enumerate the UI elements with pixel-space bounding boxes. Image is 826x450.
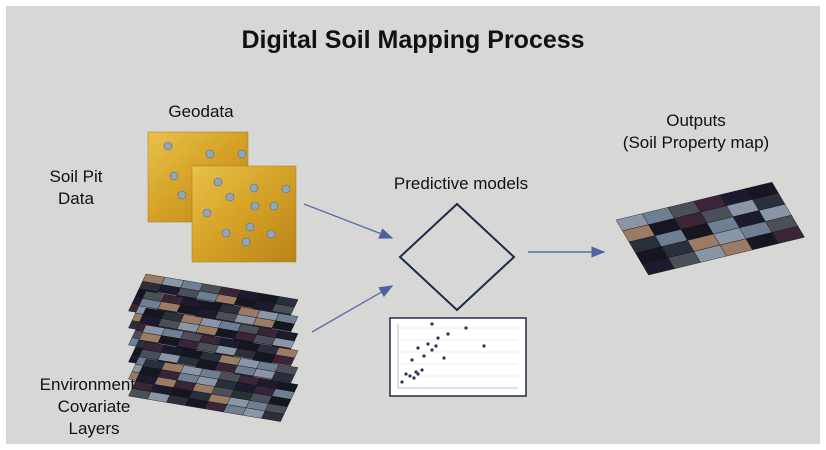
predictive-models-label: Predictive models <box>393 174 529 193</box>
outputs-label-line1: Outputs <box>666 111 726 130</box>
scatter-point <box>434 344 438 348</box>
diagram-graphics <box>128 131 805 422</box>
soil-pit-points-back <box>163 141 247 200</box>
scatter-point <box>412 376 416 380</box>
outputs-label-line2: (Soil Property map) <box>622 133 770 152</box>
map-cell <box>261 410 285 422</box>
scatter-point <box>436 336 440 340</box>
scatter-point <box>446 332 450 336</box>
scatter-point <box>416 372 420 376</box>
soil-pit-points-front <box>202 177 291 247</box>
diagram-title: Digital Soil Mapping Process <box>241 26 585 54</box>
scatter-point <box>430 322 434 326</box>
soil-pit-panel-front <box>191 165 297 263</box>
scatter-point <box>422 354 426 358</box>
scatter-point <box>420 368 424 372</box>
soil-pit-label-line1: Soil Pit <box>49 167 103 186</box>
scatter-point <box>414 370 418 374</box>
scatter-point <box>408 374 412 378</box>
soil-property-map <box>615 181 805 276</box>
scatter-point <box>426 342 430 346</box>
scatter-point <box>410 358 414 362</box>
env-label-line1: Environmental <box>39 375 149 394</box>
scatter-point <box>430 348 434 352</box>
soil-pit-label-line2: Data <box>58 189 94 208</box>
soil-pit-data-label: Soil Pit Data <box>36 166 116 210</box>
arrow-layers-to-model <box>311 285 394 333</box>
covariate-layer-stack <box>128 273 299 422</box>
geodata-label: Geodata <box>168 102 234 121</box>
env-label-line3: Layers <box>68 419 120 438</box>
env-label-line2: Covariate <box>57 397 131 416</box>
scatter-point <box>464 326 468 330</box>
map-cell <box>771 225 805 244</box>
output-map-grid <box>615 181 805 276</box>
diagram-canvas: Digital Soil Mapping Process Geodata Soi… <box>6 6 820 444</box>
scatter-point <box>404 372 408 376</box>
outputs-label: Outputs (Soil Property map) <box>596 110 796 154</box>
scatter-point <box>482 344 486 348</box>
scatter-point <box>416 346 420 350</box>
scatter-point <box>442 356 446 360</box>
scatter-plot-thumbnail <box>389 317 527 397</box>
scatter-point <box>400 380 404 384</box>
covariate-layer <box>128 358 299 422</box>
model-diamond-icon <box>398 202 516 312</box>
environmental-covariate-layers-label: Environmental Covariate Layers <box>18 374 170 440</box>
arrow-soilpit-to-model <box>303 203 394 239</box>
